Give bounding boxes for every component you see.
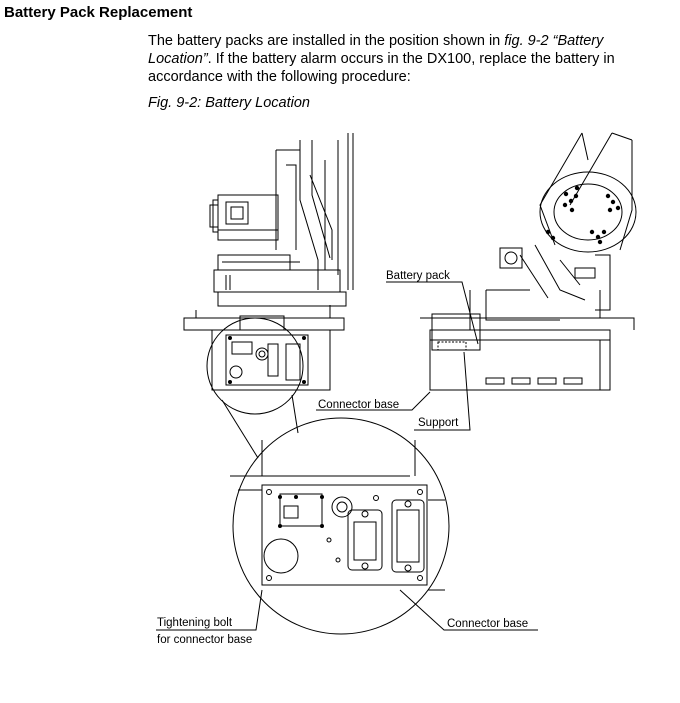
- battery-pack-leader: [386, 281, 479, 345]
- paragraph-text-2: . If the battery alarm occurs in the DX1…: [148, 51, 615, 85]
- connector-base-detail: [230, 417, 450, 635]
- robot-front-view: [183, 133, 354, 391]
- support-label: Support: [418, 417, 459, 429]
- paragraph-text-1: The battery packs are installed in the p…: [148, 33, 505, 49]
- bolt-cluster-icon: [545, 185, 621, 245]
- connector-base-label-top: Connector base: [318, 399, 399, 411]
- connector-base-bottom-leader: [399, 589, 538, 631]
- robot-side-view: [420, 132, 637, 391]
- figure-reference: fig. 9-2 “Battery Location”: [148, 33, 604, 67]
- tightening-bolt-label-line2: for connector base: [157, 634, 252, 646]
- section-heading: Battery Pack Replacement: [4, 4, 193, 21]
- tightening-bolt-label: Tightening bolt: [157, 617, 233, 629]
- support-leader: [414, 351, 471, 431]
- figure-caption: Fig. 9-2: Battery Location: [148, 95, 310, 111]
- instruction-paragraph: The battery packs are installed in the p…: [148, 32, 668, 86]
- tightening-bolt-leader: [156, 589, 263, 631]
- magnifier-circle: [206, 317, 304, 415]
- connector-base-top-leader: [316, 391, 431, 411]
- zoom-leader-left: [221, 399, 259, 459]
- battery-pack-label: Battery pack: [386, 270, 450, 282]
- zoom-leader-right: [291, 394, 299, 434]
- connector-base-label-bottom: Connector base: [447, 618, 528, 630]
